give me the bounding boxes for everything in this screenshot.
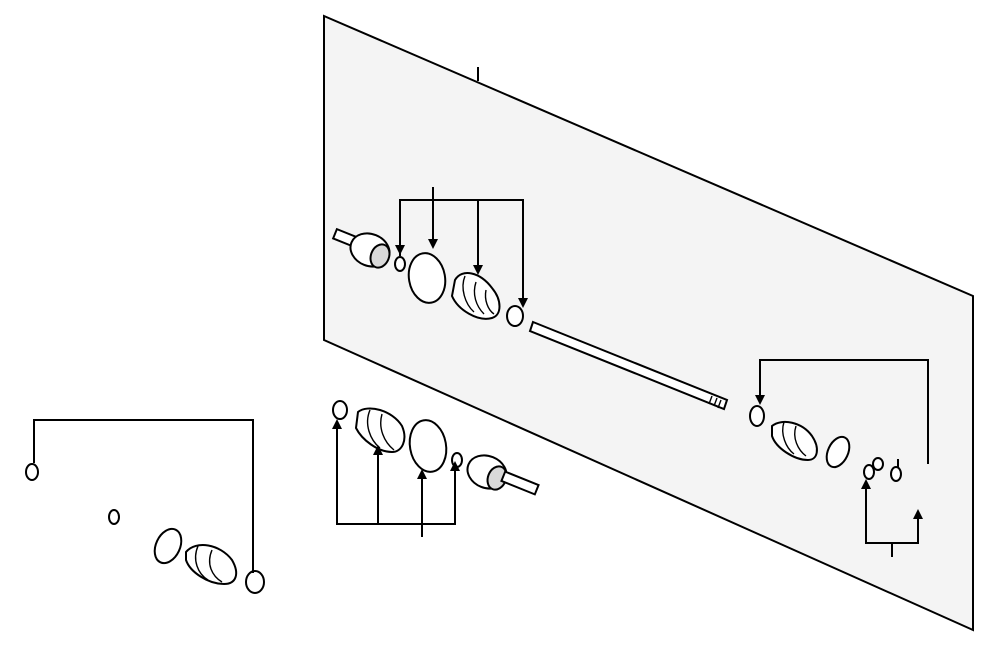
- left-clamp-band: [153, 527, 183, 565]
- outer-cv-joint: [331, 227, 391, 269]
- left-clamp-ring-b: [108, 509, 120, 525]
- lower-small-ring: [451, 452, 463, 468]
- right-clamp-band: [825, 435, 851, 469]
- upper-axle-assembly: [331, 187, 729, 411]
- lower-inner-joint-kit: [332, 400, 540, 537]
- left-clamp-ring-a: [25, 463, 39, 481]
- right-boot: [771, 420, 818, 462]
- left-boot-kit: [25, 419, 265, 594]
- axle-shaft: [528, 320, 729, 411]
- right-clamp-ring: [749, 405, 765, 427]
- boot-clamp-ring: [506, 305, 524, 327]
- left-end-clamp: [245, 570, 265, 594]
- lower-boot: [354, 407, 406, 454]
- right-outer-joint-kit: [749, 359, 929, 557]
- left-boot: [185, 544, 238, 586]
- callout-bracket-right: [755, 359, 929, 464]
- assembly-panel: [323, 14, 974, 632]
- large-clamp-band: [407, 252, 447, 304]
- callout-bracket-left: [33, 419, 254, 573]
- small-clamp-ring: [394, 256, 406, 272]
- lower-clamp-band: [408, 419, 448, 473]
- inner-cv-joint: [466, 454, 540, 496]
- lower-clamp-ring: [332, 400, 348, 420]
- right-small-parts: [863, 457, 902, 482]
- outer-boot: [450, 272, 501, 320]
